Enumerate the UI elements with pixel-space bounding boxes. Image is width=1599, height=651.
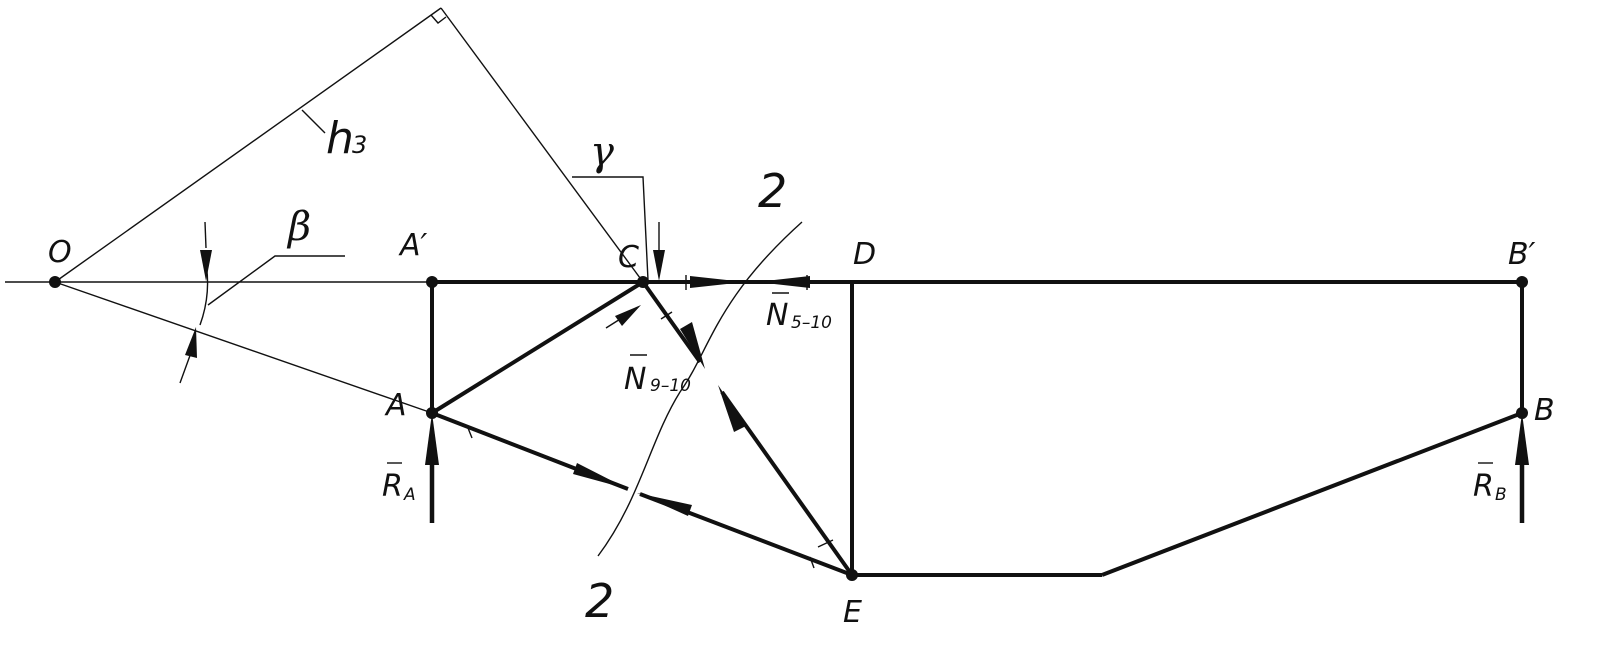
label-N-9-10-sub: 9–10	[650, 376, 691, 396]
node-O	[49, 276, 61, 288]
label-B: B	[1534, 393, 1555, 428]
bottom-right-arrowhead	[637, 493, 692, 516]
right-angle-mark	[430, 14, 447, 24]
gamma-leader-line	[572, 176, 649, 281]
label-A-prime: A′	[398, 228, 428, 263]
node-A-prime	[426, 276, 438, 288]
beta-arrowhead-bottom	[185, 327, 197, 358]
label-D: D	[853, 237, 876, 272]
tick-mark	[467, 427, 473, 439]
node-C	[637, 276, 649, 288]
gamma-arrowhead	[653, 250, 665, 281]
line-O-perpendicular-foot	[54, 7, 442, 283]
N5-10-right-arrowhead	[757, 276, 810, 288]
line-perpendicular-to-C	[440, 7, 644, 283]
angle-arrowhead-at-C	[615, 305, 641, 326]
member-E-C-part	[720, 390, 854, 577]
label-R-B-sub: B	[1495, 485, 1507, 505]
label-section-top: 2	[758, 164, 787, 218]
point-labels: O A′ A C D E B′ B	[48, 228, 1555, 630]
node-B-prime	[1516, 276, 1528, 288]
label-R-A-base: R	[382, 469, 403, 504]
force-arrows	[185, 250, 1529, 523]
reaction-B-arrowhead	[1515, 413, 1529, 465]
section-cut-line	[597, 221, 803, 557]
beta-leader-line	[207, 255, 345, 306]
label-section-bottom: 2	[585, 574, 614, 628]
node-E	[846, 569, 858, 581]
label-gamma: γ	[590, 129, 614, 175]
label-R-B-base: R	[1473, 469, 1494, 504]
node-B	[1516, 407, 1528, 419]
N9-10-left-arrowhead	[680, 322, 705, 369]
member-C-E-part	[641, 280, 702, 364]
label-E: E	[843, 595, 862, 630]
member-A-C	[430, 280, 645, 415]
label-N-9-10: N 9–10	[624, 354, 691, 397]
label-N-5-10: N 5–10	[766, 292, 832, 333]
reaction-A-arrowhead	[425, 413, 439, 465]
bottom-chord-sloped	[1101, 411, 1523, 577]
truss-members	[430, 280, 1524, 577]
nodes	[49, 276, 1528, 581]
label-R-A: R A	[382, 462, 416, 505]
label-B-prime: B′	[1508, 237, 1536, 272]
label-h3-sub: 3	[352, 131, 367, 159]
beta-arrow-tail-top	[204, 221, 207, 249]
label-beta: β	[286, 204, 311, 250]
label-A: A	[384, 388, 407, 423]
label-C: C	[618, 240, 639, 275]
N9-10-right-arrowhead	[718, 385, 746, 432]
label-R-A-sub: A	[403, 485, 416, 505]
node-A	[426, 407, 438, 419]
label-N-9-10-base: N	[624, 362, 646, 397]
label-O: O	[48, 235, 72, 270]
h3-leader-line	[301, 109, 326, 134]
beta-arrowhead-top	[200, 250, 212, 281]
label-h3: h 3	[326, 113, 367, 164]
label-R-B: R B	[1473, 462, 1507, 505]
label-N-5-10-sub: 5–10	[791, 313, 832, 333]
label-N-5-10-base: N	[766, 298, 788, 333]
bottom-left-arrowhead	[573, 463, 628, 489]
construction-lines	[5, 7, 834, 569]
tick-mark	[817, 539, 834, 548]
force-labels: R A R B N 5–10 N 9–10	[382, 292, 1507, 505]
N5-10-left-arrowhead	[690, 276, 745, 288]
dimension-labels: h 3 β γ 2 2	[286, 113, 787, 628]
label-h3-base: h	[326, 113, 354, 164]
line-O-A	[54, 281, 433, 414]
